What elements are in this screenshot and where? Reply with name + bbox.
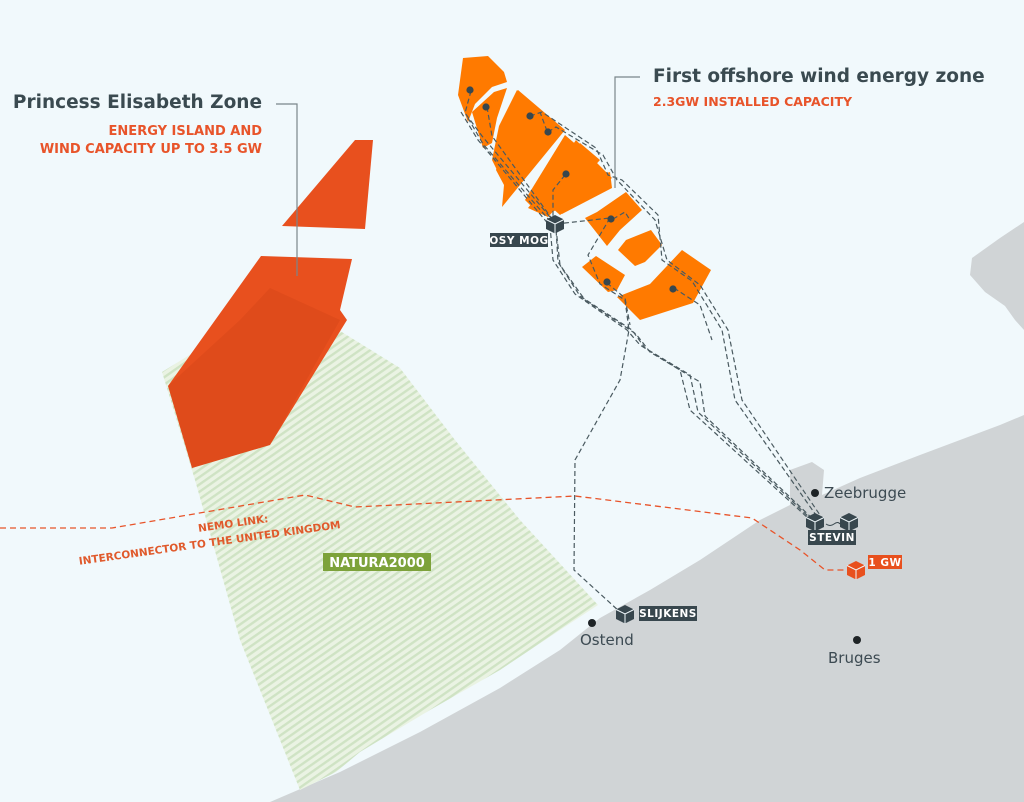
farm-dot: [607, 215, 615, 223]
slijkens-substation: SLIJKENS: [615, 604, 697, 624]
first-zone-subtitle: 2.3GW INSTALLED CAPACITY: [653, 94, 853, 109]
slijkens-tag: [639, 606, 697, 621]
slijkens-label: SLIJKENS: [639, 608, 697, 620]
princess-natura-overlap: [168, 288, 340, 468]
land-northeast: [970, 222, 1024, 330]
princess-elisabeth-zone: [168, 140, 373, 468]
wind-farm: [548, 165, 610, 212]
stevin-label: STEVIN: [809, 532, 855, 544]
wind-farm: [458, 56, 507, 122]
stevin-substation: STEVIN: [805, 512, 859, 545]
natura2000-badge: [323, 553, 431, 571]
one-gw-substation: 1 GW: [846, 555, 902, 580]
ostend-dot: [588, 619, 596, 627]
zeebrugge-label: Zeebrugge: [824, 484, 906, 502]
export-cables: [460, 90, 823, 613]
farm-dot: [544, 128, 552, 136]
wind-farm: [528, 146, 598, 213]
first-zone-leader-line: [614, 76, 640, 188]
princess-zone-subtitle-2: WIND CAPACITY UP TO 3.5 GW: [40, 142, 262, 157]
natura2000-label: NATURA2000: [329, 556, 425, 571]
princess-zone-title: Princess Elisabeth Zone: [13, 92, 262, 113]
osy-mog-tag: [490, 233, 548, 247]
zeebrugge-dot: [811, 489, 819, 497]
wind-farm-centres: [466, 86, 677, 293]
one-gw-tag: [868, 555, 902, 569]
farm-dot: [526, 112, 534, 120]
farm-dot: [562, 170, 570, 178]
wind-farm: [617, 250, 711, 320]
farm-dot: [482, 103, 490, 111]
osy-mog-substation: OSY MOG: [489, 214, 565, 247]
osy-mog-label: OSY MOG: [489, 235, 548, 247]
farm-dot: [603, 278, 611, 286]
princess-leader-line: [276, 103, 298, 276]
wind-farm: [618, 230, 662, 266]
princess-zone-subtitle-1: ENERGY ISLAND AND: [109, 124, 263, 139]
princess-zone-south: [168, 256, 352, 468]
bruges-dot: [853, 636, 861, 644]
ostend-label: Ostend: [580, 631, 634, 649]
first-zone-title: First offshore wind energy zone: [653, 66, 985, 87]
farm-dot: [466, 86, 474, 94]
stevin-tag: [808, 530, 856, 545]
princess-zone-north: [282, 140, 373, 229]
bruges-label: Bruges: [828, 649, 881, 667]
farm-dot: [669, 285, 677, 293]
one-gw-label: 1 GW: [868, 557, 901, 569]
wind-farm: [582, 256, 625, 292]
